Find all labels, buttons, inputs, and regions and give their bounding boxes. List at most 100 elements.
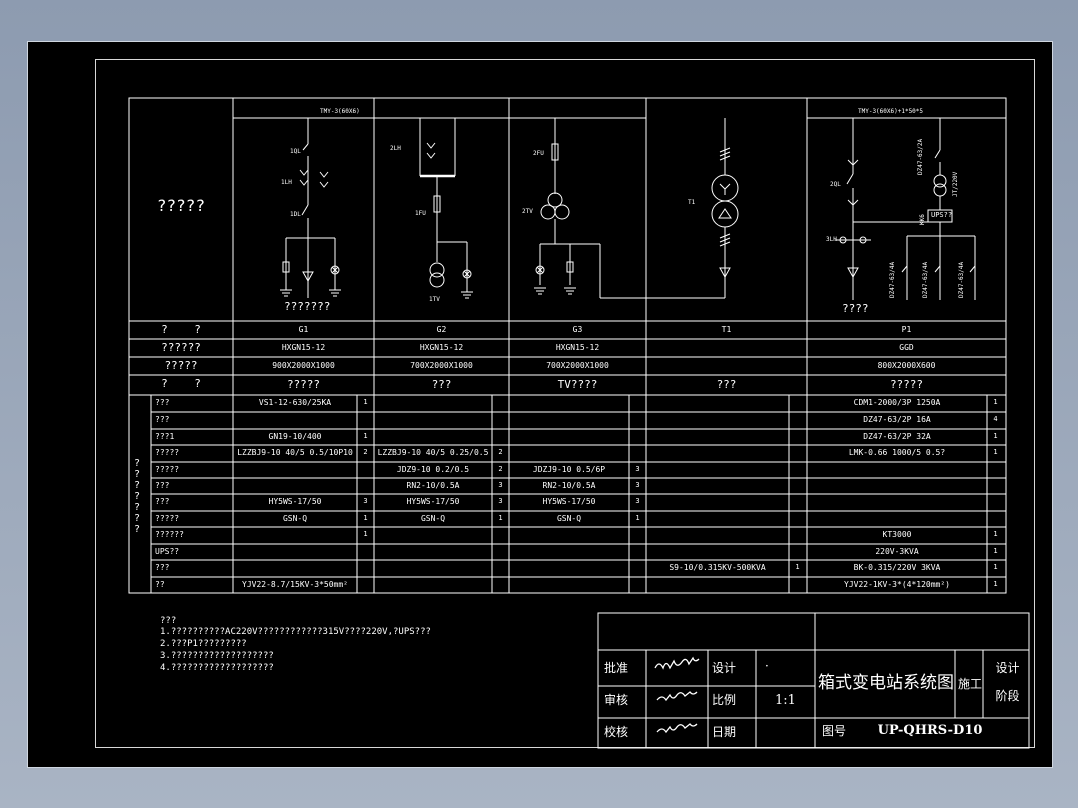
equipment-cell: YJV22-1KV-3*(4*120mm²)	[844, 580, 950, 589]
review-label: 审核	[604, 693, 629, 707]
equipment-qty: 3	[498, 481, 503, 489]
note-2: 2.???P1?????????	[160, 639, 247, 649]
bus-label-p1: TMY-3(60X6)+1*50*5	[858, 108, 924, 115]
cabinet-no-1: G1	[298, 325, 309, 334]
cabinet-no-3: G3	[572, 325, 583, 334]
construction-label: 施工	[958, 677, 983, 691]
equipment-row-label: UPS??	[155, 547, 180, 556]
equipment-cell: VS1-12-630/25KA	[258, 398, 332, 407]
equipment-qty: 2	[498, 448, 503, 456]
design-label: 设计	[712, 661, 737, 675]
g1-1dl-label: 1DL	[290, 211, 301, 218]
cabinet-use-4: ???	[716, 378, 737, 391]
equipment-cell: GN19-10/400	[268, 432, 322, 441]
equipment-cell: DZ47-63/2P 16A	[863, 415, 931, 424]
p1-schematic	[807, 117, 1006, 300]
equipment-cell: LMK-0.66 1000/5 0.5?	[848, 448, 946, 457]
equipment-row-label: ???	[155, 563, 170, 572]
p1-bottom-label: ????	[842, 302, 869, 315]
equipment-cell: LZZBJ9-10 40/5 0.25/0.5	[377, 448, 489, 457]
g3-2tv-label: 2TV	[522, 208, 533, 215]
note-1: 1.??????????AC220V????????????315V????22…	[160, 627, 431, 637]
cabinet-no-5: P1	[901, 325, 912, 334]
cabinet-no-2: G2	[436, 325, 447, 334]
cabinet-use-3: TV????	[557, 378, 598, 391]
drawing-sheet	[27, 41, 1053, 768]
equipment-qty: 1	[993, 398, 998, 406]
equipment-qty: 1	[993, 547, 998, 555]
equipment-qty: 1	[363, 432, 368, 440]
equipment-cell: RN2-10/0.5A	[406, 481, 460, 490]
equipment-cell: HY5WS-17/50	[542, 497, 596, 506]
cabinet-no-4: T1	[721, 325, 732, 334]
cabinet-model-label: ??????	[161, 341, 201, 354]
g2-1tv-label: 1TV	[429, 296, 440, 303]
date-label: 日期	[712, 725, 737, 739]
equipment-qty: 3	[498, 497, 503, 505]
drawing-frame	[95, 59, 1035, 748]
equipment-cell: DZ47-63/2P 32A	[863, 432, 931, 441]
equipment-qty: 2	[363, 448, 368, 456]
cabinet-size-1: 900X2000X1000	[272, 361, 335, 370]
equipment-row-label: ???1	[155, 432, 175, 441]
equipment-cell: CDM1-2000/3P 1250A	[853, 398, 941, 407]
cabinet-size-5: 800X2000X600	[877, 361, 936, 370]
equipment-cell: GSN-Q	[420, 514, 446, 523]
note-3: 3.???????????????????	[160, 651, 274, 661]
equipment-cell: HY5WS-17/50	[406, 497, 460, 506]
equipment-qty: 1	[993, 580, 998, 588]
equipment-cell: KT3000	[882, 530, 912, 539]
equipment-group-label: ? ? ? ? ? ? ?	[134, 458, 141, 535]
p1-2ql-label: 2QL	[830, 181, 841, 188]
p1-3lh-label: 3LH	[826, 236, 837, 243]
equipment-qty: 1	[363, 530, 368, 538]
equipment-row-label: ?????	[155, 465, 180, 474]
cabinet-no-label: ? ?	[161, 323, 201, 336]
g2-1fu-label: 1FU	[415, 210, 426, 217]
title-block-grid	[597, 612, 1030, 749]
cabinet-use-1: ?????	[286, 378, 321, 391]
drawing-title: 箱式变电站系统图	[818, 673, 954, 693]
equipment-cell: JDZJ9-10 0.5/6P	[532, 465, 606, 474]
g1-1lh-label: 1LH	[281, 179, 292, 186]
equipment-row-label: ?????	[155, 448, 180, 457]
equipment-row-label: ???	[155, 497, 170, 506]
p1-ups-label: UPS??	[931, 211, 953, 219]
cabinet-model-2: HXGN15-12	[419, 343, 464, 352]
cabinet-size-2: 700X2000X1000	[410, 361, 473, 370]
equipment-cell: GSN-Q	[556, 514, 582, 523]
drawing-no: UP-QHRS-D10	[877, 723, 983, 738]
equipment-row-label: ???	[155, 415, 170, 424]
equipment-qty: 1	[993, 530, 998, 538]
equipment-row-label: ??????	[155, 530, 184, 539]
equipment-cell: YJV22-8.7/15KV-3*50mm²	[242, 580, 348, 589]
equipment-cell: BK-0.315/220V 3KVA	[853, 563, 941, 572]
equipment-qty: 3	[363, 497, 368, 505]
g3-2fu-label: 2FU	[533, 150, 544, 157]
equipment-qty: 1	[635, 514, 640, 522]
equipment-cell: 220V-3KVA	[875, 547, 919, 556]
equipment-qty: 1	[993, 563, 998, 571]
equipment-row-label: ??	[155, 580, 165, 589]
equipment-qty: 4	[993, 415, 998, 423]
cabinet-use-5: ?????	[889, 378, 924, 391]
g2-2lh-label: 2LH	[390, 145, 401, 152]
equipment-cell: HY5WS-17/50	[268, 497, 322, 506]
equipment-qty: 3	[635, 497, 640, 505]
diagram-row-label: ?????	[156, 196, 206, 215]
drawing-no-label: 图号	[822, 724, 847, 738]
bus-label-g1: TMY-3(60X6)	[320, 108, 360, 115]
equipment-qty: 1	[363, 398, 368, 406]
t1-schematic	[711, 118, 739, 298]
equipment-qty: 1	[363, 514, 368, 522]
equipment-row-label: ???	[155, 398, 170, 407]
equipment-qty: 3	[635, 481, 640, 489]
table-grid	[128, 97, 1007, 594]
equipment-qty: 2	[498, 465, 503, 473]
equipment-row-label: ???	[155, 481, 170, 490]
approve-label: 批准	[604, 661, 629, 675]
t1-label: T1	[688, 199, 696, 206]
note-4: 4.???????????????????	[160, 663, 274, 673]
